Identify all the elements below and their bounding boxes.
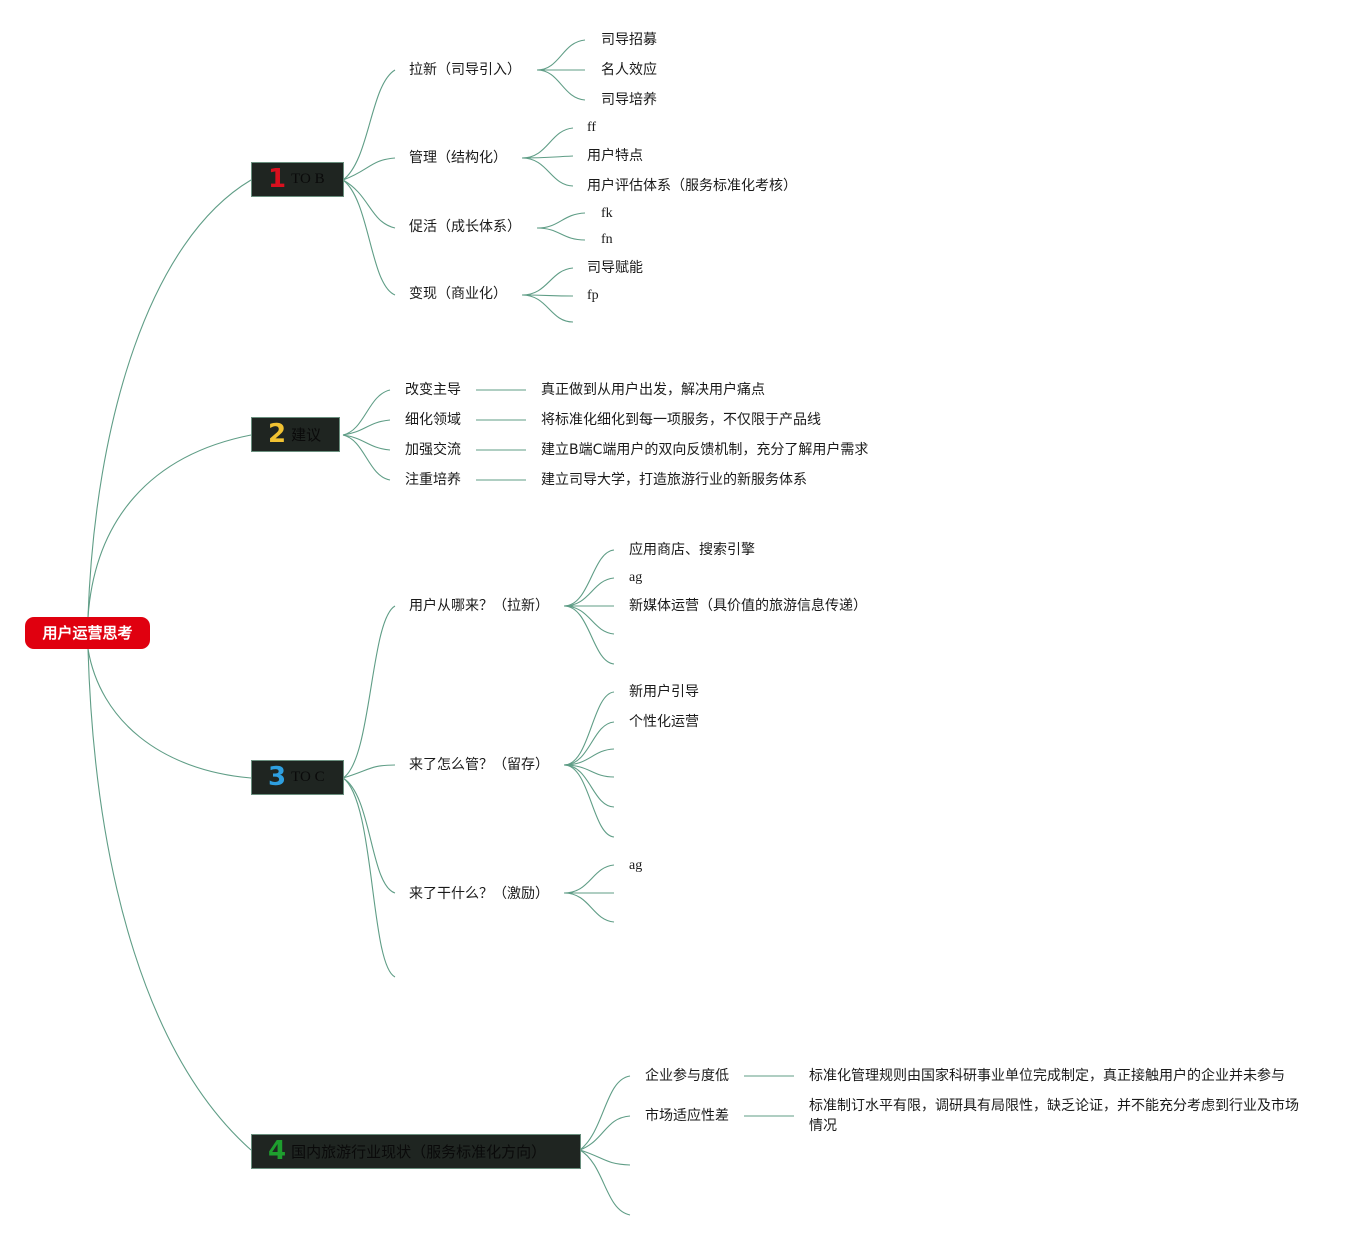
- link-b4-n2: [579, 1115, 631, 1151]
- link-b1-n1: [342, 69, 396, 181]
- link-b3n1-l4: [563, 605, 615, 635]
- link-b3-n4: [342, 777, 396, 978]
- leaf-b1-2-2[interactable]: 用户特点: [587, 148, 643, 164]
- link-b1n2-l1: [521, 127, 574, 159]
- branch-label: TO B: [291, 171, 325, 187]
- leaf-b3-1-1[interactable]: 应用商店、搜索引擎: [629, 542, 755, 558]
- subnode-b3-2[interactable]: 来了怎么管？（留存）: [409, 757, 549, 773]
- link-b2-n4: [342, 434, 391, 481]
- branch-number: 2: [268, 419, 287, 449]
- link-b2-n1: [342, 389, 391, 436]
- link-b3-n3: [342, 777, 396, 894]
- link-b3n3-l3: [563, 892, 615, 923]
- link-b1n2-l3: [521, 157, 574, 187]
- link-b3n1-l2: [563, 577, 615, 607]
- subnode-b1-4[interactable]: 变现（商业化）: [409, 286, 507, 302]
- subnode-b4-2[interactable]: 市场适应性差: [645, 1108, 729, 1124]
- branch-number: 1: [268, 164, 287, 194]
- link-root-branch1: [87, 179, 252, 618]
- link-root-branch3: [87, 648, 252, 779]
- link-root-branch2: [87, 434, 252, 618]
- detail-b2-3[interactable]: 建立B端C端用户的双向反馈机制，充分了解用户需求: [541, 442, 869, 458]
- branch-to-b[interactable]: 1 TO B: [251, 162, 344, 197]
- leaf-b1-4-1[interactable]: 司导赋能: [587, 260, 643, 276]
- detail-b4-1[interactable]: 标准化管理规则由国家科研事业单位完成制定，真正接触用户的企业并未参与: [809, 1068, 1285, 1084]
- link-b3n2-l5: [563, 764, 615, 808]
- subnode-b3-1[interactable]: 用户从哪来？（拉新）: [409, 598, 549, 614]
- subnode-b2-1[interactable]: 改变主导: [405, 382, 461, 398]
- link-b3n2-l6: [563, 764, 615, 838]
- link-b1n1-l1: [536, 39, 586, 71]
- branch-label: TO C: [291, 769, 325, 785]
- leaf-b1-2-1[interactable]: ff: [587, 120, 597, 135]
- subnode-b3-3[interactable]: 来了干什么？（激励）: [409, 886, 549, 902]
- leaf-b3-1-2[interactable]: ag: [629, 570, 643, 585]
- root-node[interactable]: 用户运营思考: [25, 617, 150, 649]
- leaf-b1-1-3[interactable]: 司导培养: [601, 92, 657, 108]
- leaf-b1-3-1[interactable]: fk: [601, 206, 613, 221]
- subnode-b1-1[interactable]: 拉新（司导引入）: [409, 62, 521, 78]
- leaf-b3-1-3[interactable]: 新媒体运营（具价值的旅游信息传递）: [629, 598, 867, 614]
- link-root-branch4: [87, 648, 252, 1151]
- branch-label: 国内旅游行业现状（服务标准化方向）: [291, 1143, 547, 1161]
- link-b4-n4: [579, 1149, 631, 1216]
- subnode-b2-3[interactable]: 加强交流: [405, 442, 461, 458]
- link-b3-n2: [342, 764, 396, 779]
- subnode-b1-3[interactable]: 促活（成长体系）: [409, 219, 521, 235]
- link-b2-n2: [342, 419, 391, 436]
- link-b3n1-l5: [563, 605, 615, 665]
- link-b1n1-l3: [536, 69, 586, 101]
- link-b4-n3: [579, 1149, 631, 1166]
- leaf-b1-4-2[interactable]: fp: [587, 288, 599, 303]
- leaf-b3-2-2[interactable]: 个性化运营: [629, 714, 699, 730]
- link-b1n4-l3: [521, 294, 574, 323]
- subnode-b1-2[interactable]: 管理（结构化）: [409, 150, 507, 166]
- link-b1-n3: [342, 179, 396, 229]
- link-b1-n2: [342, 157, 396, 181]
- branch-label: 建议: [291, 426, 322, 444]
- detail-b2-2[interactable]: 将标准化细化到每一项服务，不仅限于产品线: [541, 412, 821, 428]
- detail-b2-4[interactable]: 建立司导大学，打造旅游行业的新服务体系: [541, 472, 807, 488]
- link-b3-n1: [342, 605, 396, 779]
- detail-b2-1[interactable]: 真正做到从用户出发，解决用户痛点: [541, 382, 765, 398]
- leaf-b1-1-1[interactable]: 司导招募: [601, 32, 657, 48]
- leaf-b1-3-2[interactable]: fn: [601, 232, 613, 247]
- link-b4-n1: [579, 1075, 631, 1151]
- subnode-b2-2[interactable]: 细化领域: [405, 412, 461, 428]
- leaf-b3-3-1[interactable]: ag: [629, 858, 643, 873]
- branch-to-c[interactable]: 3 TO C: [251, 760, 344, 795]
- link-b3n2-l1: [563, 691, 615, 766]
- branch-number: 4: [268, 1136, 287, 1166]
- branch-industry-status[interactable]: 4 国内旅游行业现状（服务标准化方向）: [251, 1134, 581, 1169]
- link-b3n2-l3: [563, 748, 615, 766]
- subnode-b4-1[interactable]: 企业参与度低: [645, 1068, 729, 1084]
- link-b1n4-l1: [521, 267, 574, 296]
- link-b1n3-l2: [536, 227, 586, 241]
- link-b1n3-l1: [536, 212, 586, 229]
- subnode-b2-4[interactable]: 注重培养: [405, 472, 461, 488]
- leaf-b1-1-2[interactable]: 名人效应: [601, 62, 657, 78]
- link-b3n3-l1: [563, 864, 615, 894]
- link-b3n2-l2: [563, 721, 615, 766]
- link-b1-n4: [342, 179, 396, 296]
- branch-suggestions[interactable]: 2 建议: [251, 417, 340, 452]
- link-b2-n3: [342, 434, 391, 451]
- leaf-b3-2-1[interactable]: 新用户引导: [629, 684, 699, 700]
- link-b3n1-l1: [563, 549, 615, 607]
- detail-b4-2[interactable]: 标准制订水平有限，调研具有局限性，缺乏论证，并不能充分考虑到行业及市场情况: [809, 1098, 1299, 1134]
- branch-number: 3: [268, 762, 287, 792]
- leaf-b1-2-3[interactable]: 用户评估体系（服务标准化考核）: [587, 178, 797, 194]
